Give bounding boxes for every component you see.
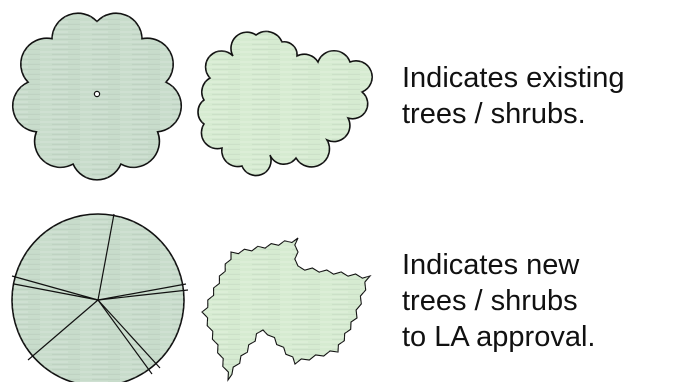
branch-line: [97, 289, 189, 301]
branch-line: [97, 299, 161, 369]
new-shrub-texture: [202, 238, 370, 380]
new-tree-symbol: [11, 213, 189, 387]
existing-legend-label: Indicates existing trees / shrubs.: [402, 62, 625, 130]
branch-line: [27, 299, 99, 361]
branch-line: [97, 283, 187, 301]
new-legend-label: Indicates new trees / shrubs to LA appro…: [402, 249, 596, 353]
new-tree-branch-lines: [11, 213, 189, 375]
branch-line: [11, 275, 99, 301]
existing-shrub-texture: [197, 31, 373, 176]
branch-line: [97, 299, 153, 375]
existing-tree-symbol: [12, 12, 182, 181]
branch-line: [97, 213, 115, 301]
tree-centre-marker: [93, 90, 101, 98]
new-shrub-symbol: [201, 237, 372, 382]
branch-line: [13, 283, 99, 301]
existing-shrub-symbol: [197, 30, 373, 177]
